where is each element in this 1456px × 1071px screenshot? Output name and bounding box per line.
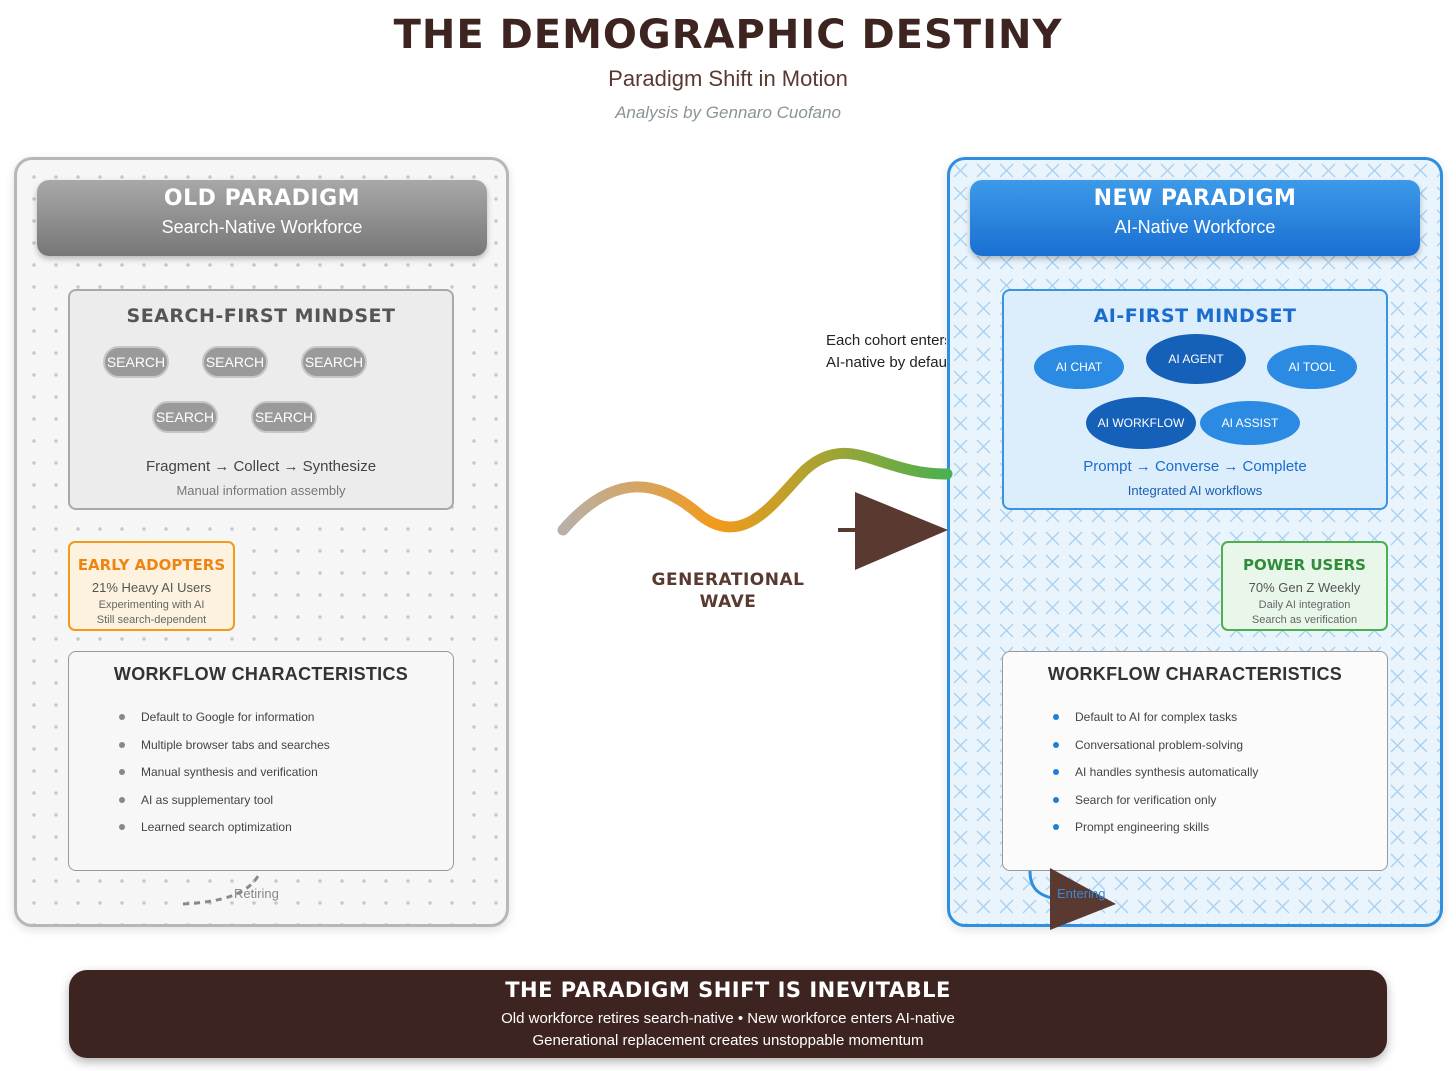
ai-chat-oval: AI CHAT [1034, 345, 1124, 389]
ai-flow-text: Prompt → Converse → Complete [1083, 458, 1307, 475]
power-users-box: POWER USERS 70% Gen Z Weekly Daily AI in… [1221, 541, 1388, 631]
ai-first-mindset-title: AI-FIRST MINDSET [1093, 305, 1297, 327]
power-users-line1: Daily AI integration [1258, 599, 1351, 611]
wave-arrow-head [855, 492, 948, 570]
search-pill: SEARCH [152, 401, 218, 433]
new-workflow-box: WORKFLOW CHARACTERISTICS Default to AI f… [1002, 651, 1388, 871]
new-paradigm-subtitle: AI-Native Workforce [1114, 217, 1276, 237]
list-item: Manual synthesis and verification [119, 765, 330, 793]
conclusion-line2: Generational replacement creates unstopp… [532, 1032, 924, 1049]
list-item: Default to AI for complex tasks [1053, 710, 1258, 738]
ai-tool-oval: AI TOOL [1267, 345, 1357, 389]
wave-label-line1: GENERATIONAL [651, 570, 805, 590]
conclusion-line1: Old workforce retires search-native • Ne… [501, 1010, 955, 1027]
search-pill: SEARCH [251, 401, 317, 433]
old-workflow-title: WORKFLOW CHARACTERISTICS [113, 664, 409, 684]
old-paradigm-title: OLD PARADIGM [163, 186, 361, 211]
search-pill: SEARCH [301, 346, 367, 378]
wave-label-line2: WAVE [699, 592, 757, 612]
old-paradigm-subtitle: Search-Native Workforce [161, 217, 363, 237]
early-adopters-stat: 21% Heavy AI Users [91, 580, 212, 595]
cohort-note: Each cohort enters AI-native by default [826, 330, 946, 380]
list-item: AI handles synthesis automatically [1053, 765, 1258, 793]
new-paradigm-banner: NEW PARADIGM AI-Native Workforce [970, 180, 1420, 256]
list-item: Multiple browser tabs and searches [119, 738, 330, 766]
list-item: Prompt engineering skills [1053, 820, 1258, 848]
author-byline: Analysis by Gennaro Cuofano [615, 103, 841, 122]
entering-label: Entering [1057, 886, 1106, 901]
cohort-note-line1: Each cohort enters [826, 332, 946, 349]
search-first-mindset-box: SEARCH-FIRST MINDSET SEARCH SEARCH SEARC… [68, 289, 454, 510]
early-adopters-box: EARLY ADOPTERS 21% Heavy AI Users Experi… [68, 541, 235, 631]
search-flow-text: Fragment → Collect → Synthesize [145, 458, 377, 475]
cohort-note-line2: AI-native by default [826, 354, 946, 371]
power-users-title: POWER USERS [1243, 556, 1366, 574]
conclusion-banner: THE PARADIGM SHIFT IS INEVITABLE Old wor… [69, 970, 1387, 1058]
power-users-stat: 70% Gen Z Weekly [1248, 580, 1361, 595]
power-users-line2: Search as verification [1251, 614, 1358, 626]
page-subtitle: Paradigm Shift in Motion [608, 66, 848, 91]
early-adopters-line1: Experimenting with AI [98, 599, 205, 611]
retiring-label: Retiring [234, 886, 279, 901]
generational-wave-curve [557, 447, 953, 536]
old-workflow-box: WORKFLOW CHARACTERISTICS Default to Goog… [68, 651, 454, 871]
ai-first-mindset-box: AI-FIRST MINDSET AI CHAT AI AGENT AI TOO… [1002, 289, 1388, 510]
list-item: Learned search optimization [119, 820, 330, 848]
list-item: Default to Google for information [119, 710, 330, 738]
conclusion-title: THE PARADIGM SHIFT IS INEVITABLE [505, 978, 951, 1002]
ai-workflow-oval: AI WORKFLOW [1086, 397, 1196, 449]
search-first-mindset-title: SEARCH-FIRST MINDSET [126, 305, 396, 327]
search-pill: SEARCH [103, 346, 169, 378]
page-title: THE DEMOGRAPHIC DESTINY [393, 12, 1063, 58]
list-item: Conversational problem-solving [1053, 738, 1258, 766]
generational-wave-label: GENERATIONAL WAVE [630, 569, 826, 613]
ai-flow-note: Integrated AI workflows [1127, 483, 1263, 498]
old-workflow-list: Default to Google for information Multip… [119, 710, 330, 848]
old-paradigm-banner: OLD PARADIGM Search-Native Workforce [37, 180, 487, 256]
new-workflow-list: Default to AI for complex tasks Conversa… [1053, 710, 1258, 848]
early-adopters-title: EARLY ADOPTERS [77, 556, 226, 574]
list-item: AI as supplementary tool [119, 793, 330, 821]
search-flow-note: Manual information assembly [176, 483, 346, 498]
list-item: Search for verification only [1053, 793, 1258, 821]
early-adopters-line2: Still search-dependent [96, 614, 207, 626]
ai-agent-oval: AI AGENT [1146, 334, 1246, 384]
new-paradigm-title: NEW PARADIGM [1093, 186, 1297, 211]
ai-assist-oval: AI ASSIST [1200, 401, 1300, 445]
new-workflow-title: WORKFLOW CHARACTERISTICS [1047, 664, 1343, 684]
search-pill: SEARCH [202, 346, 268, 378]
